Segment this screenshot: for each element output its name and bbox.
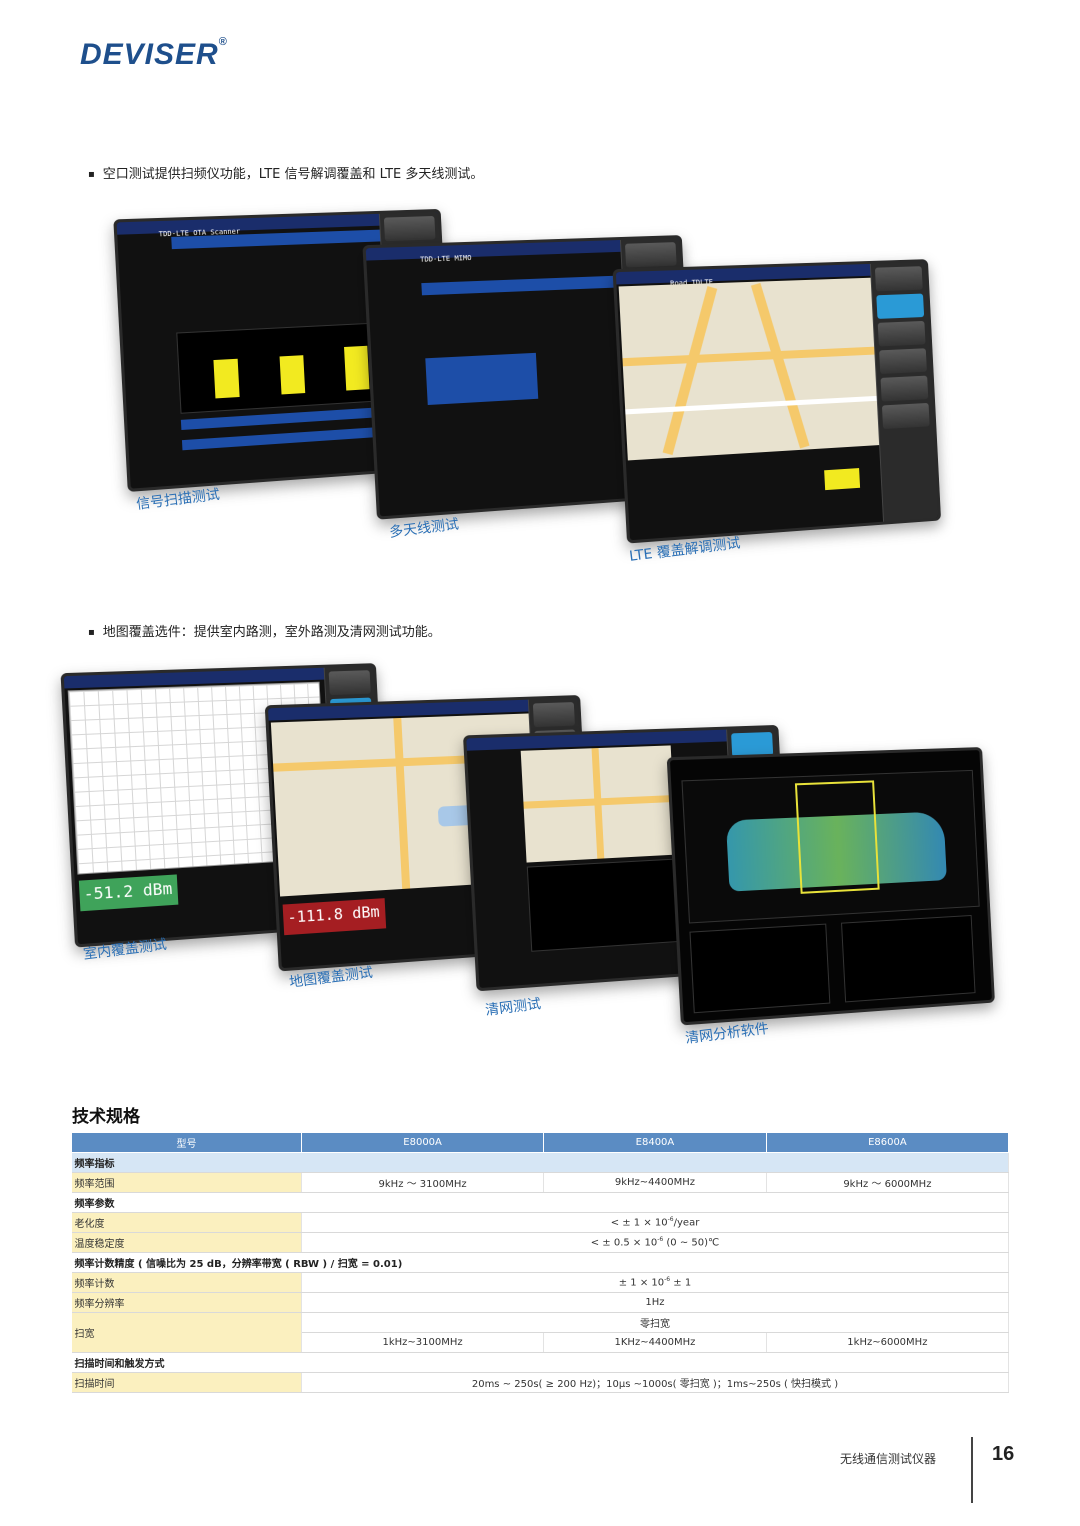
caption-clear-net: 清网测试 [484, 993, 542, 1020]
deviser-logo: DEVISER® [80, 38, 228, 72]
footer-divider [971, 1437, 973, 1503]
row-freq-count: 频率计数 ± 1 × 10-6 ± 1 [72, 1273, 1009, 1293]
spec-table: 型号 E8000A E8400A E8600A 频率指标 频率范围 9kHz ～… [71, 1132, 1009, 1393]
screen-analysis-software [667, 747, 995, 1025]
header-model: 型号 [72, 1133, 302, 1153]
footer-category: 无线通信测试仪器 [840, 1450, 936, 1467]
waterfall-3d-plot [681, 770, 979, 924]
spectrum-right [841, 915, 976, 1002]
group-sweep: 扫描时间和触发方式 [72, 1353, 1009, 1373]
header-e8400a: E8400A [544, 1133, 767, 1153]
row-sweep-time: 扫描时间 20ms ~ 250s( ≥ 200 Hz)；10μs ~1000s(… [72, 1373, 1009, 1393]
spec-header-row: 型号 E8000A E8400A E8600A [72, 1133, 1009, 1153]
group-freq-params: 频率参数 [72, 1193, 1009, 1213]
coverage-map [619, 278, 881, 461]
screen-lte-coverage: Road TDLTE [612, 259, 941, 543]
row-temp-stability: 温度稳定度 < ± 0.5 × 10-6 (0 ~ 50)℃ [72, 1233, 1009, 1253]
group-freq-index: 频率指标 [72, 1153, 1009, 1173]
header-e8600a: E8600A [766, 1133, 1008, 1153]
clear-net-spectrum [527, 859, 681, 952]
bar-graph-plot [176, 322, 388, 414]
bullet-map-coverage: 地图覆盖选件：提供室内路测，室外路测及清网测试功能。 [88, 621, 441, 640]
map-rssi-readout: -111.8 dBm [283, 898, 387, 935]
indoor-rssi-readout: -51.2 dBm [79, 874, 179, 911]
row-aging: 老化度 < ± 1 × 10-6/year [72, 1213, 1009, 1233]
row-freq-resolution: 频率分辨率 1Hz [72, 1293, 1009, 1313]
spectrum-left [689, 924, 830, 1014]
group-counter-accuracy: 频率计数精度 ( 信噪比为 25 dB，分辨率带宽 ( RBW ) / 扫宽 =… [72, 1253, 1009, 1273]
page-number: 16 [992, 1443, 1014, 1466]
section-title-specs: 技术规格 [72, 1102, 140, 1127]
row-freq-range: 频率范围 9kHz ～ 3100MHz 9kHz~4400MHz 9kHz ～ … [72, 1173, 1009, 1193]
row-span-zero: 扫宽 零扫宽 [72, 1313, 1009, 1333]
header-e8000a: E8000A [302, 1133, 544, 1153]
bullet-ota-scanner: 空口测试提供扫频仪功能，LTE 信号解调覆盖和 LTE 多天线测试。 [88, 163, 483, 182]
